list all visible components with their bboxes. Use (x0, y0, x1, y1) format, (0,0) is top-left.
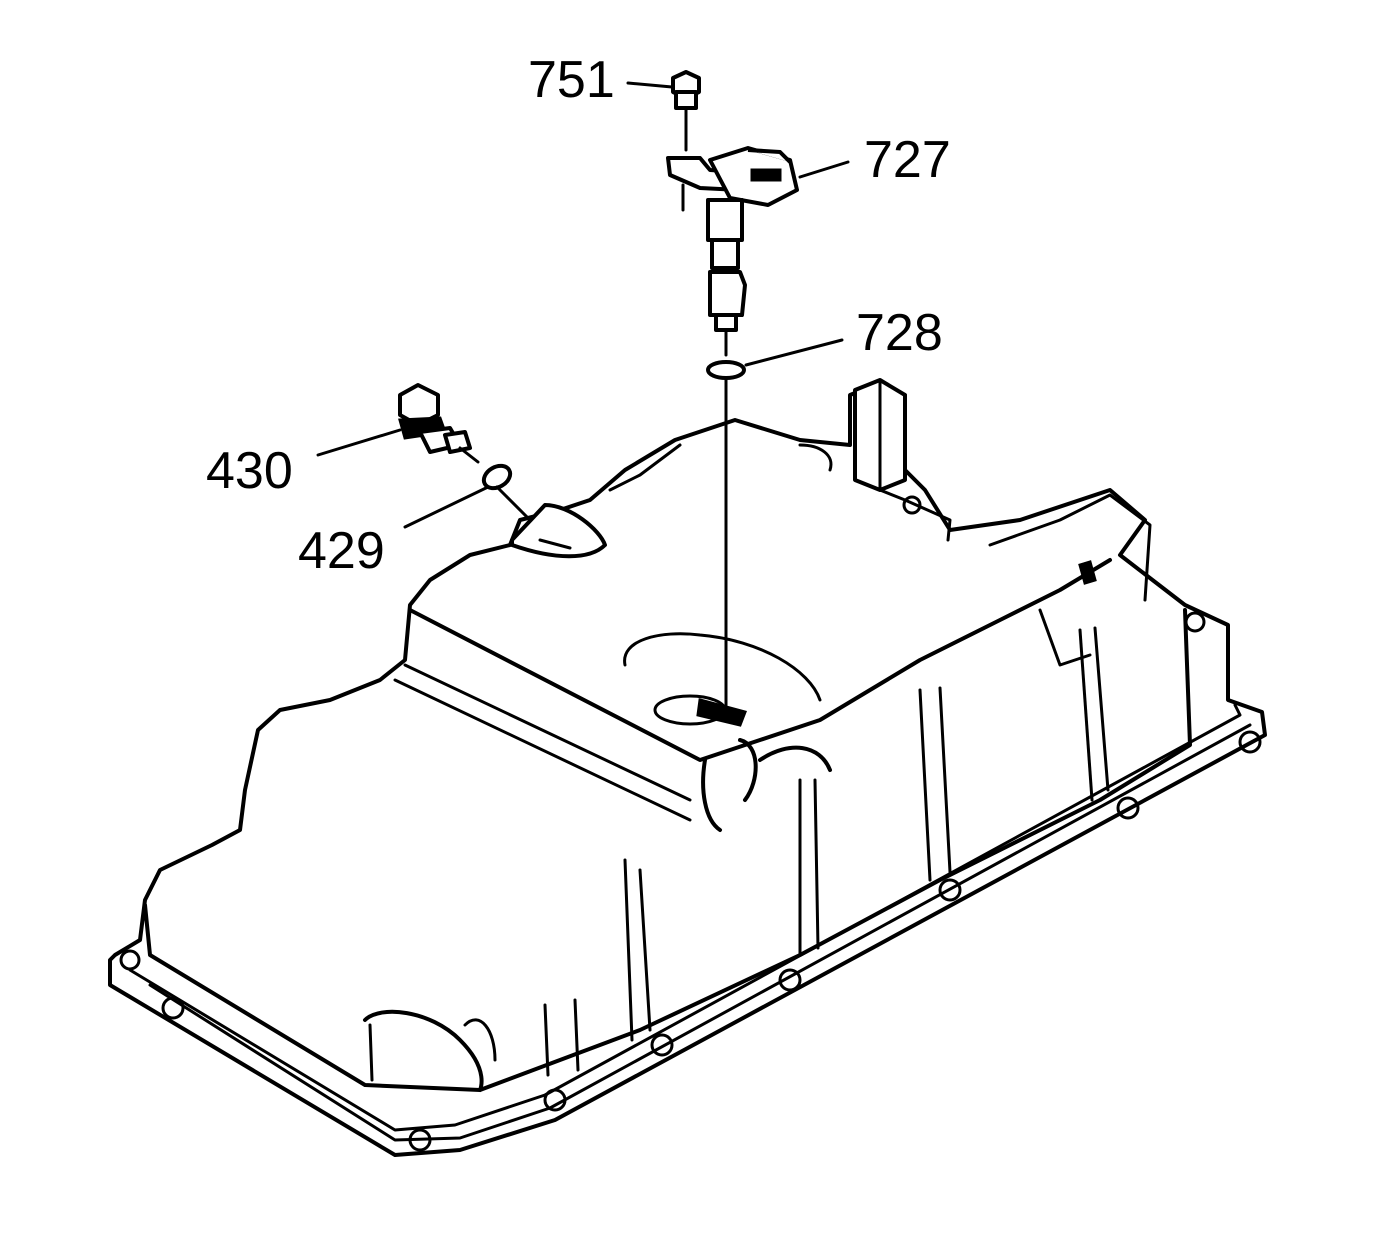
leader-429 (403, 485, 490, 529)
drain-plug-430 (398, 383, 480, 464)
sensor-727 (666, 146, 799, 357)
callout-430: 430 (206, 442, 293, 500)
callout-728: 728 (856, 304, 943, 362)
bolt-751 (671, 70, 701, 152)
leader-728 (744, 338, 844, 367)
oil-pan (108, 378, 1267, 1157)
leader-751 (626, 81, 674, 89)
leader-430 (316, 428, 402, 457)
sensor-seal-728 (706, 360, 746, 380)
drain-plug-axis-line (495, 485, 532, 522)
callout-429: 429 (298, 522, 385, 580)
drain-plug-seal-429 (481, 463, 513, 491)
callout-751: 751 (528, 51, 615, 109)
callout-727: 727 (864, 131, 951, 189)
leader-727 (798, 160, 850, 179)
